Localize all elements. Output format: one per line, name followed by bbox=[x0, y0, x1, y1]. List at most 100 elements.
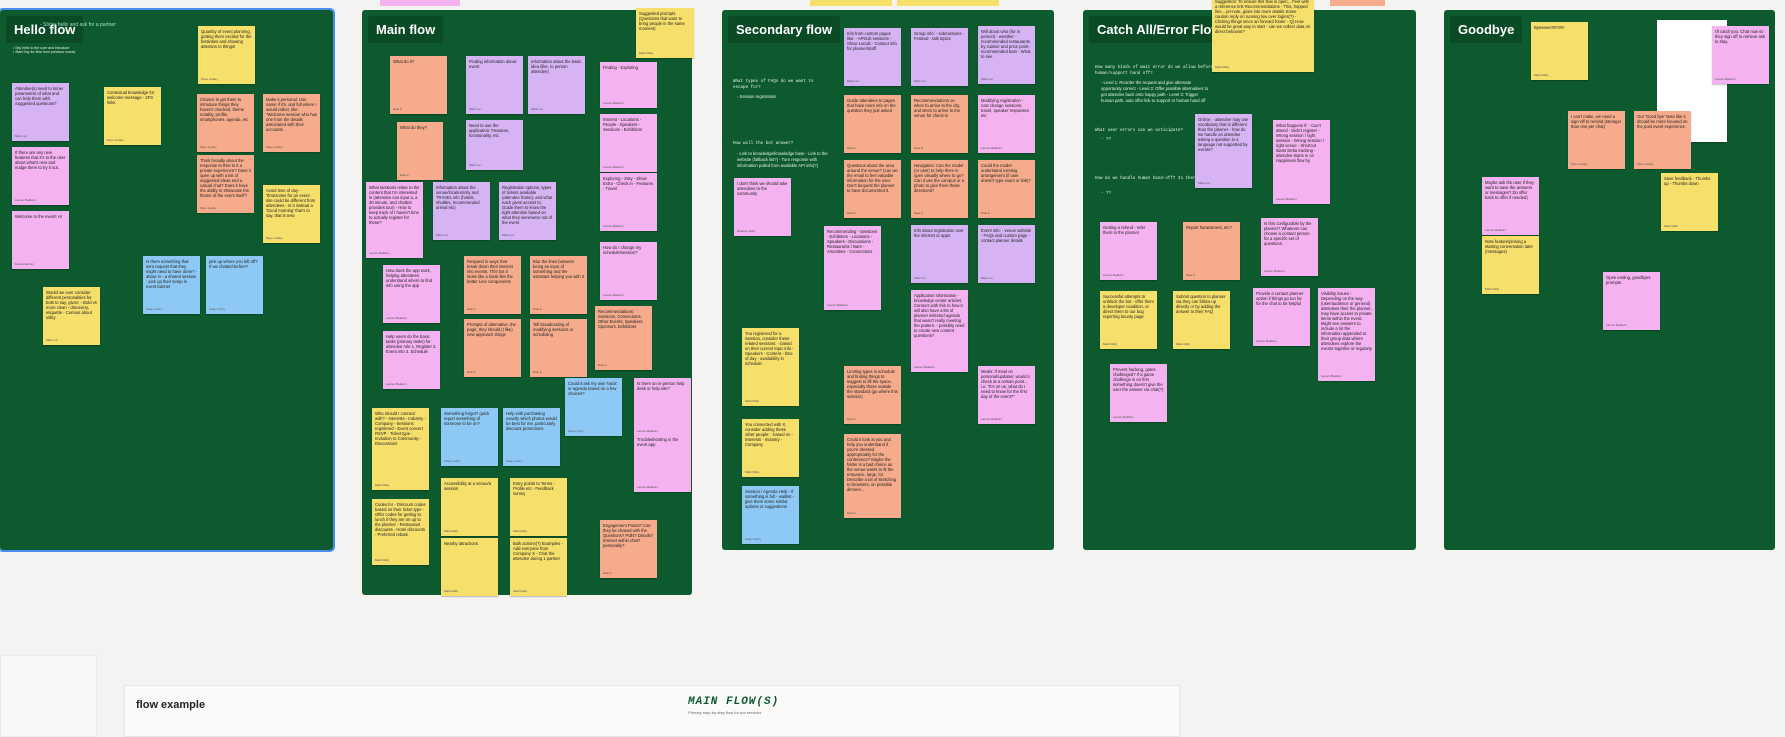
sticky-note[interactable]: Submit question to planner via they can … bbox=[1173, 291, 1230, 349]
sticky-note[interactable]: Suggested prompts (Questions that want t… bbox=[636, 8, 694, 58]
sticky-note[interactable]: Registration options, types of tickets a… bbox=[499, 182, 556, 240]
sticky-note[interactable]: Our 'Good bye' Note like it should be mo… bbox=[1634, 111, 1691, 169]
sticky-note[interactable]: Will about who (for in person) - weather… bbox=[978, 26, 1035, 84]
sticky-note[interactable]: Help with purchasing exactly which photo… bbox=[503, 408, 560, 466]
sticky-note[interactable]: Provide a contact planner option if thin… bbox=[1253, 288, 1310, 346]
sticky-note[interactable]: Application information - knowledge cent… bbox=[911, 290, 968, 372]
sticky-note[interactable]: Successful attempts to unblock the bot -… bbox=[1100, 291, 1157, 349]
sticky-note[interactable]: Info about registration over the interne… bbox=[911, 225, 968, 283]
sticky-note[interactable]: Byeeeee!!!!!!!!!!!!Mark Rally bbox=[1531, 22, 1588, 80]
sticky-note[interactable]: Limiting types in schedule and finding t… bbox=[844, 366, 901, 424]
sticky-note[interactable]: Contextual knowledge for welcome message… bbox=[104, 87, 161, 145]
sticky-note[interactable]: Group info: - submissions - Festival - t… bbox=[911, 28, 968, 86]
sticky-note[interactable]: Meals: If meal on personal/updates: woul… bbox=[978, 366, 1035, 424]
sticky-note[interactable]: Information about the venue/location/cit… bbox=[433, 182, 490, 240]
sticky-note[interactable]: Info from custom pages like: - API/Lib s… bbox=[844, 28, 901, 86]
sticky-note[interactable]: Attendee(s) need to know parameters of w… bbox=[12, 83, 69, 141]
sticky-note[interactable]: Tell broadcasting of modifying sessions … bbox=[530, 319, 587, 377]
sticky-note[interactable]: Navigation: Can the model (or user) to h… bbox=[911, 160, 968, 218]
canvas-card[interactable] bbox=[0, 655, 97, 737]
sticky-note[interactable]: Recommendations on when to arrive to the… bbox=[911, 95, 968, 153]
sticky-note[interactable]: Event info: - venue website - FAQs and c… bbox=[978, 225, 1035, 283]
sticky-note[interactable]: Is there something that sent request tha… bbox=[143, 256, 200, 314]
sticky-note[interactable]: Help users do the basic tasks (primary t… bbox=[383, 331, 440, 389]
sticky-note[interactable]: Session / Agenda Help - If something is … bbox=[742, 486, 799, 544]
sticky-note[interactable]: Information about the basic idea (like, … bbox=[528, 56, 585, 114]
sticky-note[interactable]: Would we ever consider different persona… bbox=[43, 287, 100, 345]
sticky-note[interactable]: Suggestion: To ensure this flow is open.… bbox=[1212, 0, 1314, 72]
sticky-note[interactable]: Could the model understand existing arra… bbox=[978, 160, 1035, 218]
sticky-note[interactable]: Exploring - Stay - Show Extra - Check in… bbox=[600, 173, 657, 231]
sticky-note[interactable]: What happens if: - Can't attend - Didn't… bbox=[1273, 120, 1330, 204]
frame-hello[interactable]: Hello flow - Sticky hello and ask for a … bbox=[0, 8, 335, 552]
sticky-note[interactable]: Visibility issues - Depending on the way… bbox=[1318, 288, 1375, 381]
frame-text: • Say hello to the user and introduce• S… bbox=[13, 46, 76, 54]
sticky-note[interactable]: Engagement Points? Can they be chased wi… bbox=[600, 520, 657, 578]
sticky-note[interactable]: Who should I connect with? - Interests -… bbox=[372, 408, 429, 490]
frame-catch[interactable]: Catch All/Error Flow Suggestion: To ensu… bbox=[1083, 0, 1416, 550]
frame-tag: - Sticky hello and ask for a partner bbox=[40, 22, 116, 28]
sticky-note[interactable]: Think broadly about the response to this… bbox=[197, 155, 254, 213]
sticky-note[interactable]: Entry points to Terms - Profile etc - Fe… bbox=[510, 478, 567, 536]
sticky-note[interactable]: Codes for - Discount codes based on thei… bbox=[372, 499, 429, 565]
sticky-note[interactable]: Recommending - Sessions - Exhibitors - L… bbox=[824, 226, 881, 310]
sticky-note[interactable]: Bulk actions(?) Examples - Add everyone … bbox=[510, 538, 567, 596]
sticky-note[interactable]: Make it personal. Use name if it's, and … bbox=[263, 94, 320, 152]
main-flows-subtitle: Primary step-by-step flow for bot servic… bbox=[688, 710, 762, 715]
frame-main[interactable]: Main flow Suggested prompts (Questions t… bbox=[362, 8, 694, 596]
frame-text: - Link to knowledge/knowledge base - Lin… bbox=[737, 151, 828, 168]
sticky-note[interactable]: Quantity of event planning, getting them… bbox=[198, 26, 255, 84]
top-strip-note bbox=[897, 0, 999, 6]
sticky-note[interactable]: Something forgot? quick report something… bbox=[441, 408, 498, 466]
sticky-note[interactable]: What do they?Dale F. bbox=[397, 122, 443, 180]
sticky-note[interactable]: Is there an in-person help desk or help … bbox=[634, 378, 691, 436]
sticky-note[interactable]: Maybe ask the user if they want to save … bbox=[1482, 177, 1539, 235]
sticky-note[interactable]: Is this configurable by the planner? Wha… bbox=[1261, 218, 1318, 276]
frame-text: - ?? bbox=[1101, 192, 1112, 196]
frame-secondary[interactable]: Secondary flow What types of FAQs do we … bbox=[722, 10, 1054, 550]
flow-example-card[interactable]: flow example MAIN FLOW(S) Primary step-b… bbox=[124, 685, 1180, 737]
sticky-note[interactable]: I'll catch you. Chat now so they sign of… bbox=[1712, 26, 1769, 84]
sticky-note[interactable]: Blur the lines between being an input of… bbox=[530, 256, 587, 314]
frame-title: Main flow bbox=[368, 16, 444, 43]
sticky-note[interactable]: What sessions relate to the content that… bbox=[366, 182, 423, 258]
sticky-note[interactable]: How do I change my schedule/session?Laur… bbox=[600, 242, 657, 300]
sticky-note[interactable]: Could it ask my own 'track' or agenda ba… bbox=[565, 378, 622, 436]
sticky-note[interactable]: Note feature/pinning a starting conversa… bbox=[1482, 236, 1539, 294]
frame-goodbye[interactable]: Goodbye I'll catch you. Chat now so they… bbox=[1444, 10, 1775, 550]
sticky-note[interactable]: Chance to get them to introduce things t… bbox=[197, 94, 254, 152]
sticky-note[interactable]: Modifying registration - cost change ses… bbox=[978, 95, 1035, 153]
sticky-note[interactable]: Interest - Locations - People - Speakers… bbox=[600, 114, 657, 172]
top-strip-note bbox=[810, 0, 892, 6]
sticky-note[interactable]: Online: - attendee may use vocabulary th… bbox=[1195, 114, 1252, 188]
sticky-note[interactable]: Prompts of alternative, the page, they s… bbox=[464, 319, 521, 377]
frame-title: Hello flow bbox=[6, 16, 84, 43]
sticky-note[interactable]: Need to use the application: Features, f… bbox=[466, 120, 523, 170]
sticky-note[interactable]: Prevent hacking, gates challenged? If a … bbox=[1110, 364, 1167, 422]
sticky-note[interactable]: Could it look at you and help you unders… bbox=[844, 434, 901, 518]
sticky-note[interactable]: You registered for a Session, consider t… bbox=[742, 328, 799, 406]
sticky-note[interactable]: I don't think we should take attendees t… bbox=[734, 178, 791, 236]
sticky-note[interactable]: How does the app work, helping attendees… bbox=[383, 265, 440, 323]
sticky-note[interactable]: Avoid time of day - Timezones for an eve… bbox=[263, 185, 320, 243]
sticky-note[interactable]: Report harassment, etc?Dale F. bbox=[1183, 222, 1240, 280]
sticky-note[interactable]: If there are any new features that it's … bbox=[12, 147, 69, 205]
top-strip-note bbox=[380, 0, 460, 6]
sticky-note[interactable]: You connected with X, consider adding th… bbox=[742, 419, 799, 477]
sticky-note[interactable]: Respond in ways that break down their in… bbox=[464, 256, 521, 314]
sticky-note[interactable]: Questions about the area around the venu… bbox=[844, 160, 901, 218]
sticky-note[interactable]: Recommendations: Sessions, Connections, … bbox=[595, 306, 652, 370]
sticky-note[interactable]: Guide attendees to pages that have more … bbox=[844, 95, 901, 153]
sticky-note[interactable]: I can't make, we need a sign-off to remi… bbox=[1568, 111, 1625, 169]
sticky-note[interactable]: Getting a refund - refer them to the pla… bbox=[1100, 222, 1157, 280]
sticky-note[interactable]: What do it?Dale F. bbox=[390, 56, 447, 114]
sticky-note[interactable]: pick up where you left off? If we chatte… bbox=[206, 256, 263, 314]
